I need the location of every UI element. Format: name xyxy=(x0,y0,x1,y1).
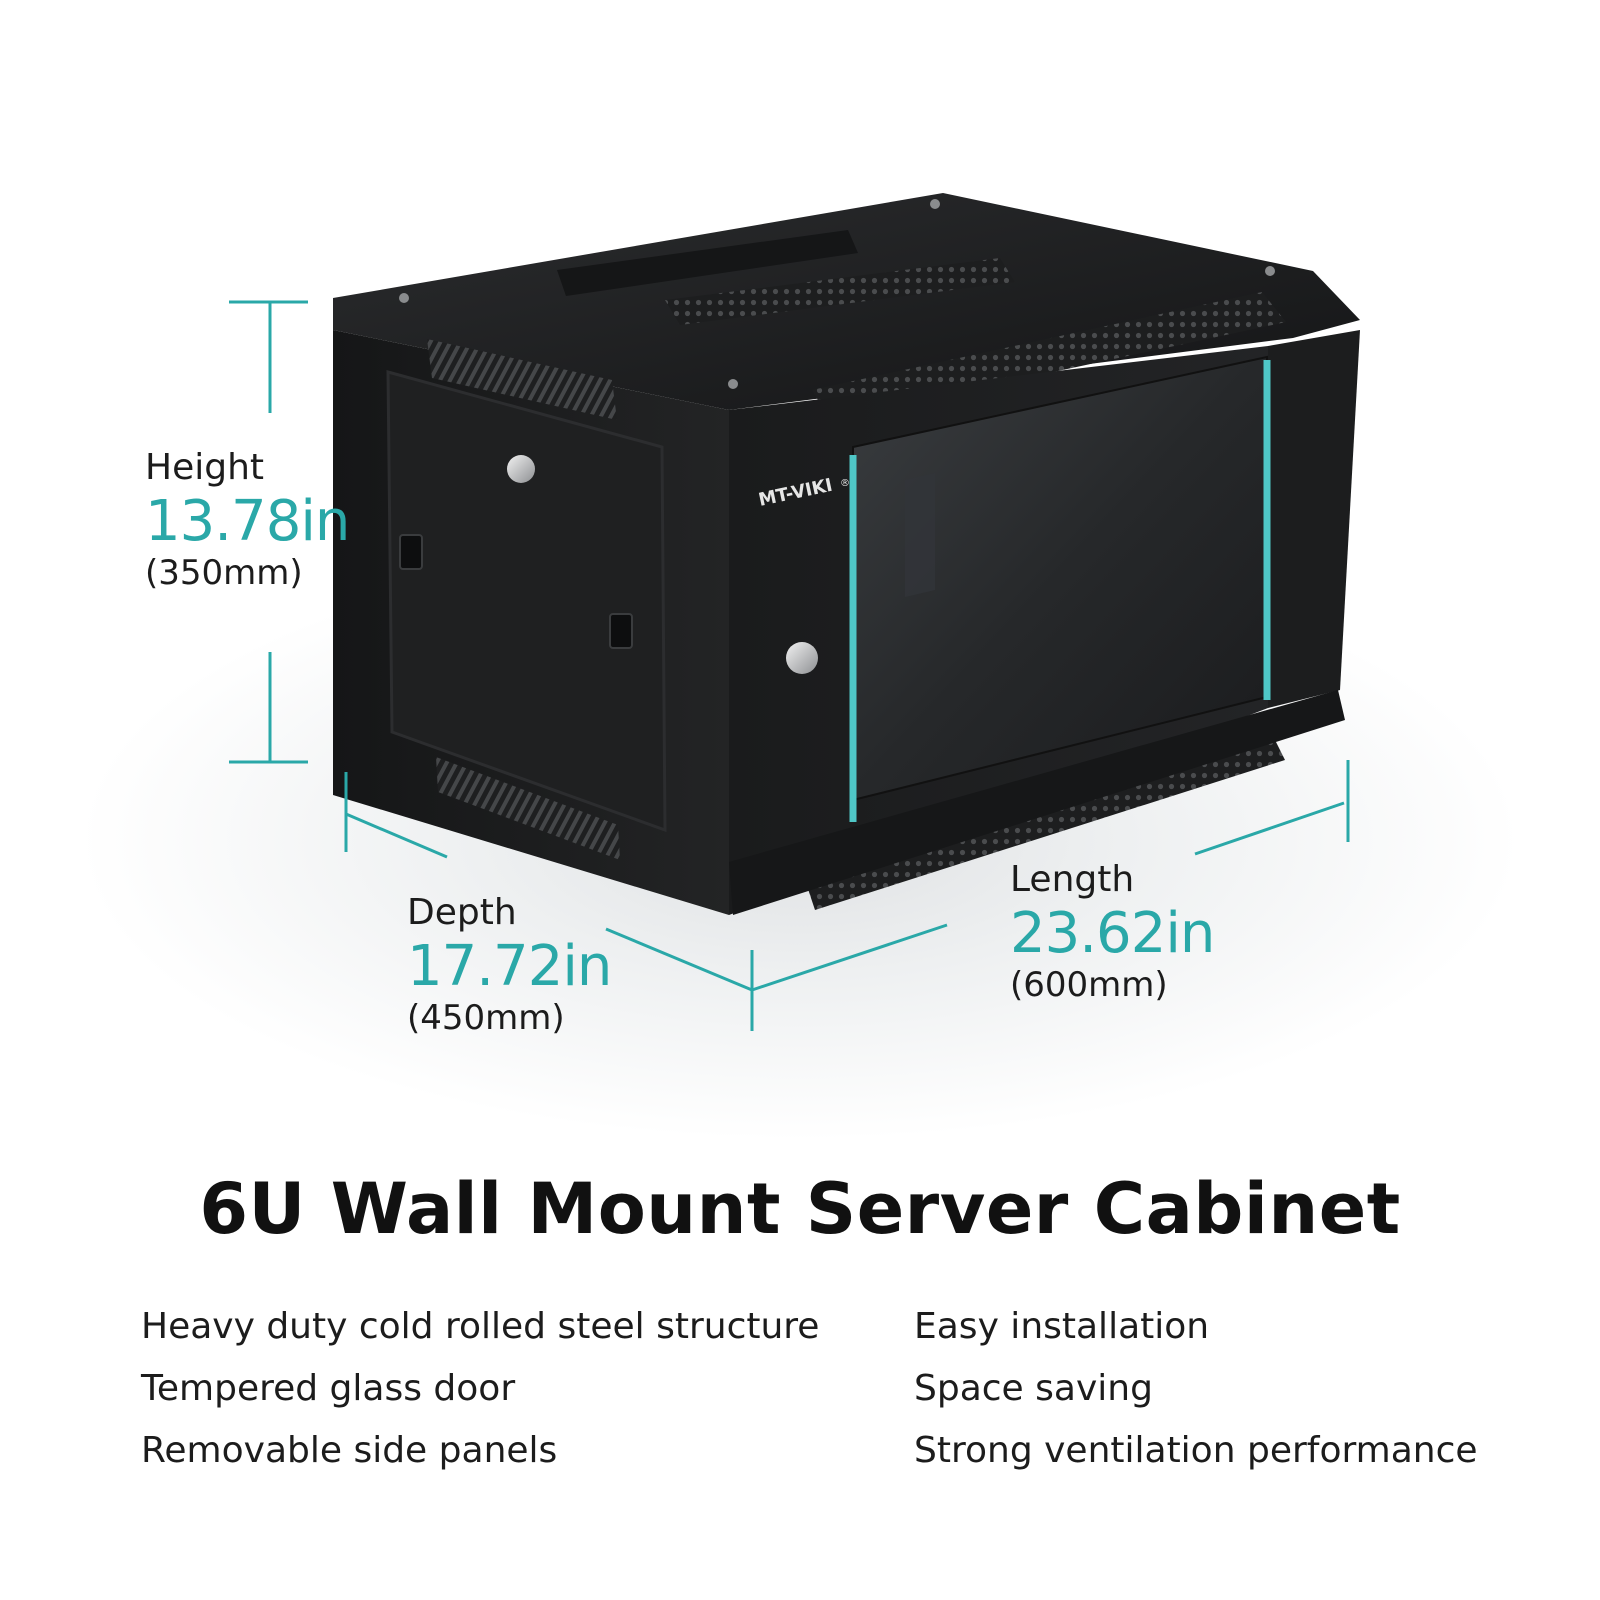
feature-list-right: Easy installation Space saving Strong ve… xyxy=(914,1305,1478,1491)
top-screw xyxy=(728,379,738,389)
cabinet-base xyxy=(729,690,1345,915)
top-screw xyxy=(399,293,409,303)
depth-guide xyxy=(344,772,754,1031)
height-guide xyxy=(229,300,308,764)
length-label: Length xyxy=(1010,859,1135,900)
side-panel-latch xyxy=(399,534,423,570)
top-vent-plate xyxy=(557,230,858,296)
feature-list-left: Heavy duty cold rolled steel structure T… xyxy=(141,1305,819,1491)
rack-rail xyxy=(905,473,935,597)
height-label: Height xyxy=(145,447,265,488)
feature-item: Removable side panels xyxy=(141,1430,558,1471)
feature-item: Tempered glass door xyxy=(141,1368,516,1409)
depth-metric: (450mm) xyxy=(407,998,565,1038)
length-imperial: 23.62in xyxy=(1010,901,1215,966)
feature-item: Space saving xyxy=(914,1368,1153,1409)
side-panel-latch xyxy=(609,613,633,649)
side-panel xyxy=(386,370,667,833)
feature-item: Strong ventilation performance xyxy=(914,1430,1478,1471)
side-panel-lock xyxy=(507,455,535,483)
height-metric: (350mm) xyxy=(145,553,303,593)
top-screw xyxy=(930,199,940,209)
depth-label: Depth xyxy=(407,892,517,933)
door-lock xyxy=(786,642,818,674)
side-vent-top xyxy=(427,339,617,420)
top-vent-grille xyxy=(665,258,1015,325)
side-vent-bottom xyxy=(436,757,620,860)
top-screw xyxy=(1265,266,1275,276)
length-dimension: Length 23.62in (600mm) xyxy=(1010,859,1215,1005)
length-metric: (600mm) xyxy=(1010,965,1168,1005)
feature-item: Easy installation xyxy=(914,1306,1210,1347)
height-dimension: Height 13.78in (350mm) xyxy=(145,447,350,593)
brand-registered-mark: ® xyxy=(840,478,850,489)
cabinet-right-side xyxy=(1268,330,1360,708)
depth-imperial: 17.72in xyxy=(407,934,612,999)
feature-item: Heavy duty cold rolled steel structure xyxy=(141,1306,820,1347)
length-guide xyxy=(751,760,1350,992)
depth-dimension: Depth 17.72in (450mm) xyxy=(407,892,612,1038)
height-imperial: 13.78in xyxy=(145,489,350,554)
product-title: 6U Wall Mount Server Cabinet xyxy=(199,1168,1401,1250)
